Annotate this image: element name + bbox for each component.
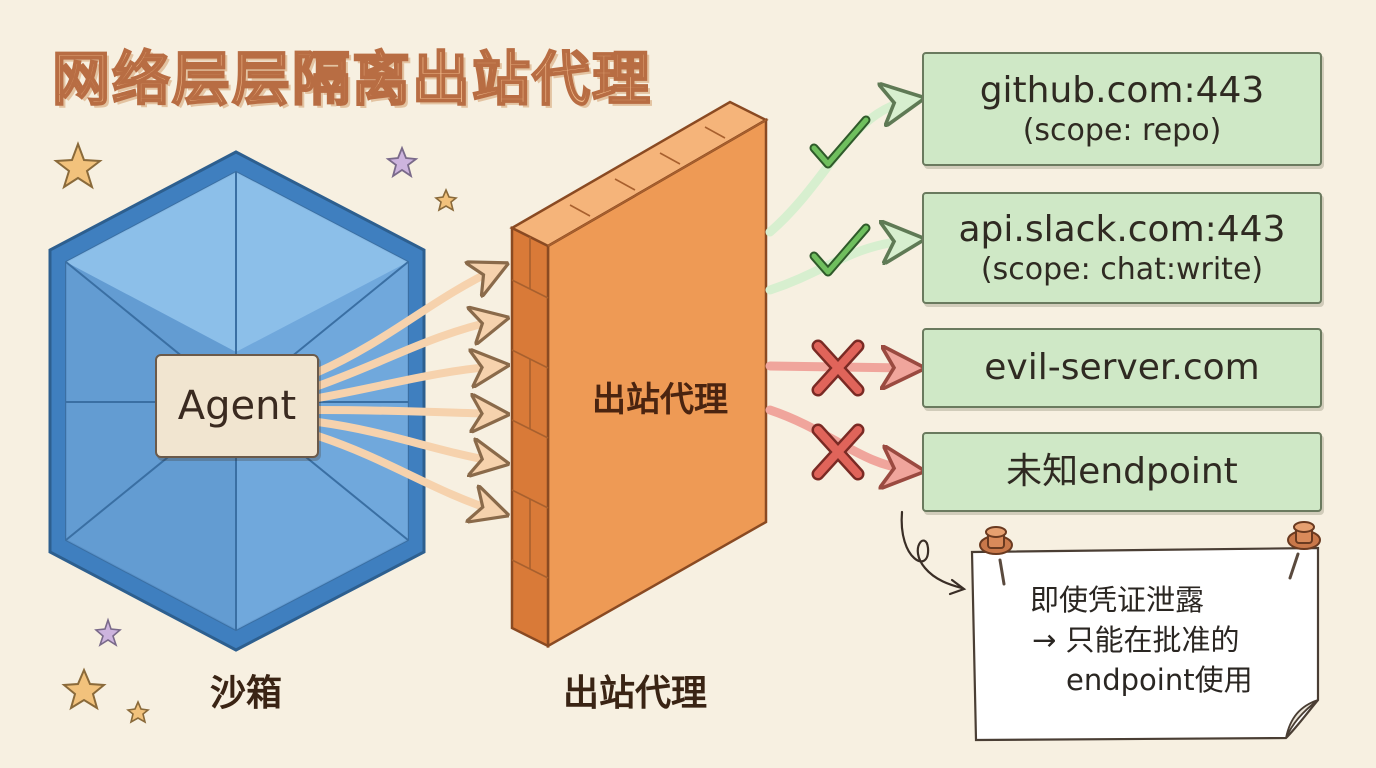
star-icon (434, 187, 458, 212)
star-icon (385, 145, 419, 179)
destination-scope: (scope: repo) (1022, 112, 1222, 148)
star-icon (61, 667, 107, 711)
check-icon (809, 115, 871, 169)
star-icon (126, 699, 150, 724)
agent-label: Agent (177, 383, 297, 429)
agent-box: Agent (155, 354, 319, 458)
star-icon (53, 141, 103, 190)
destination-host: api.slack.com:443 (958, 209, 1286, 251)
note-pointer-arrow (900, 510, 967, 596)
note-line: → 只能在批准的 (1032, 623, 1240, 658)
destination-allowed-github: github.com:443 (scope: repo) (922, 52, 1322, 166)
destination-allowed-slack: api.slack.com:443 (scope: chat:write) (922, 192, 1322, 304)
destination-blocked-evil-server: evil-server.com (922, 328, 1322, 408)
destination-host: 未知endpoint (1006, 450, 1238, 492)
pushpin-icon (979, 526, 1013, 586)
sandbox-caption: 沙箱 (209, 673, 282, 714)
page-title: 网络层层隔离出站代理 (51, 44, 653, 114)
sticky-note (970, 546, 1320, 742)
note-line: endpoint使用 (1066, 663, 1253, 698)
sticky-note-text: 即使凭证泄露 → 只能在批准的 endpoint使用 (1030, 580, 1300, 700)
note-line: 即使凭证泄露 (1030, 583, 1205, 617)
destination-scope: (scope: chat:write) (980, 251, 1264, 287)
check-icon (809, 223, 871, 277)
cross-icon (811, 339, 865, 397)
destination-host: evil-server.com (984, 346, 1260, 388)
proxy-caption: 出站代理 (562, 673, 707, 714)
proxy-wall (509, 100, 769, 649)
proxy-wall-label: 出站代理 (592, 380, 728, 420)
star-icon (94, 617, 122, 647)
agent-outbound-arrows (314, 268, 498, 512)
cross-icon (811, 423, 865, 481)
destination-host: github.com:443 (979, 70, 1265, 112)
pushpin-icon (1287, 521, 1321, 580)
destination-blocked-unknown: 未知endpoint (922, 432, 1322, 512)
